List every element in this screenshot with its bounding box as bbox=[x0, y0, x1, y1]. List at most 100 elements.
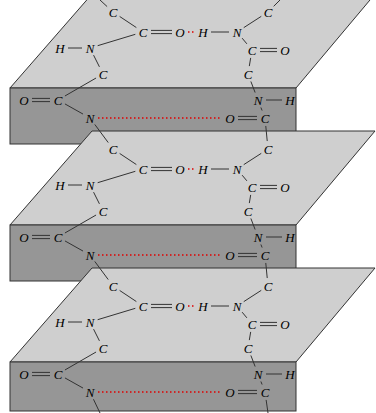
covalent-bond bbox=[65, 352, 96, 370]
hydrogen-bond bbox=[188, 305, 195, 307]
covalent-bond bbox=[266, 237, 282, 238]
atom-label: C bbox=[264, 6, 273, 19]
atom-label: H bbox=[55, 42, 64, 55]
covalent-bond bbox=[261, 107, 262, 110]
covalent-bond bbox=[238, 119, 257, 120]
covalent-bond bbox=[261, 244, 262, 247]
covalent-bond bbox=[93, 399, 100, 413]
light-pleat bbox=[10, 131, 375, 225]
atom-label: H bbox=[198, 300, 207, 313]
covalent-bond bbox=[65, 78, 96, 96]
covalent-bond bbox=[32, 101, 50, 102]
atom-label: H bbox=[285, 368, 294, 381]
covalent-bond bbox=[151, 304, 172, 305]
covalent-bond bbox=[238, 256, 257, 257]
covalent-bond bbox=[251, 218, 255, 229]
covalent-bond bbox=[244, 153, 262, 164]
covalent-bond bbox=[251, 81, 255, 92]
covalent-bond bbox=[65, 241, 83, 251]
covalent-bond bbox=[151, 30, 172, 31]
atom-label: C bbox=[139, 300, 148, 313]
covalent-bond bbox=[98, 171, 136, 182]
hydrogen-bond bbox=[188, 168, 195, 170]
atom-label: C bbox=[99, 68, 108, 81]
covalent-bond bbox=[249, 58, 250, 66]
atom-label: N bbox=[254, 368, 263, 381]
atom-label: C bbox=[261, 112, 270, 125]
atom-label: O bbox=[175, 163, 184, 176]
atom-label: C bbox=[264, 280, 273, 293]
covalent-bond bbox=[32, 375, 50, 376]
atom-label: N bbox=[254, 231, 263, 244]
atom-label: O bbox=[19, 368, 28, 381]
covalent-bond bbox=[251, 355, 255, 366]
atom-label: H bbox=[55, 316, 64, 329]
atom-label: H bbox=[285, 94, 294, 107]
atom-label: C bbox=[244, 342, 253, 355]
covalent-bond bbox=[98, 308, 136, 319]
atom-label: N bbox=[233, 300, 242, 313]
covalent-bond bbox=[151, 167, 172, 168]
atom-label: H bbox=[198, 26, 207, 39]
covalent-bond bbox=[95, 261, 108, 279]
covalent-bond bbox=[238, 390, 257, 391]
covalent-bond bbox=[32, 235, 50, 236]
atom-label: C bbox=[244, 68, 253, 81]
covalent-bond bbox=[151, 33, 172, 34]
covalent-bond bbox=[211, 32, 229, 33]
atom-label: N bbox=[233, 163, 242, 176]
atom-label: O bbox=[175, 300, 184, 313]
atom-label: N bbox=[86, 112, 95, 125]
covalent-bond bbox=[244, 290, 262, 301]
hydrogen-bond bbox=[98, 117, 222, 119]
covalent-bond bbox=[98, 34, 136, 45]
atom-label: C bbox=[248, 44, 257, 57]
atom-label: N bbox=[86, 386, 95, 399]
covalent-bond bbox=[266, 263, 267, 278]
atom-label: C bbox=[139, 163, 148, 176]
covalent-bond bbox=[94, 192, 100, 204]
covalent-bond bbox=[100, 0, 107, 7]
atom-label: H bbox=[285, 231, 294, 244]
atom-label: C bbox=[109, 143, 118, 156]
atom-label: O bbox=[175, 26, 184, 39]
covalent-bond bbox=[238, 393, 257, 394]
covalent-bond bbox=[249, 195, 250, 203]
light-pleat bbox=[10, 0, 375, 88]
covalent-bond bbox=[274, 0, 280, 6]
covalent-bond bbox=[95, 124, 108, 142]
atom-label: C bbox=[261, 386, 270, 399]
covalent-bond bbox=[211, 306, 229, 307]
atom-label: C bbox=[261, 249, 270, 262]
covalent-bond bbox=[242, 38, 247, 44]
covalent-bond bbox=[260, 185, 277, 186]
covalent-bond bbox=[32, 98, 50, 99]
atom-label: N bbox=[86, 316, 95, 329]
atom-label: N bbox=[86, 249, 95, 262]
atom-label: C bbox=[109, 6, 118, 19]
covalent-bond bbox=[65, 104, 83, 114]
hydrogen-bond bbox=[188, 31, 195, 33]
atom-label: C bbox=[248, 181, 257, 194]
atom-label: C bbox=[99, 205, 108, 218]
covalent-bond bbox=[120, 16, 137, 27]
atom-label: C bbox=[54, 94, 63, 107]
covalent-bond bbox=[260, 48, 277, 49]
atom-label: C bbox=[244, 205, 253, 218]
dark-pleat bbox=[10, 362, 296, 411]
covalent-bond bbox=[65, 378, 83, 388]
covalent-bond bbox=[120, 153, 137, 164]
covalent-bond bbox=[120, 290, 137, 301]
covalent-bond bbox=[68, 322, 82, 323]
atom-label: C bbox=[264, 143, 273, 156]
atom-label: O bbox=[225, 386, 234, 399]
atom-label: N bbox=[86, 179, 95, 192]
covalent-bond bbox=[266, 374, 282, 375]
covalent-bond bbox=[68, 185, 82, 186]
atom-label: N bbox=[86, 42, 95, 55]
hydrogen-bond bbox=[98, 391, 222, 393]
atom-label: O bbox=[280, 44, 289, 57]
